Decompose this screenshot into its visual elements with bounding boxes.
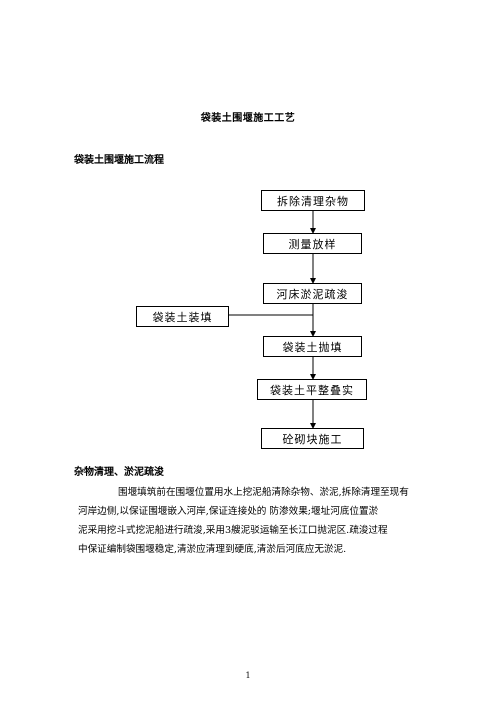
document-title: 袋装土围堰施工工艺: [200, 113, 296, 124]
flow-step-1: 拆除清理杂物: [261, 190, 365, 211]
flow-step-3: 河床淤泥疏浚: [263, 283, 362, 304]
paragraph-line-2: 河岸边侧,以保证围堰嵌入河岸,保证连接处的 防渗效果;堰址河底位置淤: [78, 506, 379, 517]
flow-step-2: 测量放样: [263, 233, 362, 254]
flow-side-input: 袋装土装填: [136, 306, 229, 327]
paragraph-line-4: 中保证编制袋围堰稳定,清淤应清理到硬底,清淤后河底应无淤泥.: [78, 544, 347, 555]
paragraph-line-3: 泥采用挖斗式挖泥船进行疏浚,采用3艘泥驳运输至长江口抛泥区.疏浚过程: [78, 525, 388, 536]
body-paragraph: 围堰填筑前在围堰位置用水上挖泥船清除杂物、淤泥,拆除清理至现有 河岸边侧,以保证…: [78, 483, 428, 559]
flow-step-6: 砼砌块施工: [261, 428, 364, 449]
section-heading-cleanup: 杂物清理、淤泥疏浚: [74, 467, 164, 478]
flow-step-5: 袋装土平整叠实: [257, 379, 367, 400]
section-heading-process: 袋装土围堰施工流程: [74, 155, 164, 166]
page-number: 1: [245, 671, 251, 680]
flow-step-4: 袋装土抛填: [263, 336, 362, 357]
paragraph-line-1: 围堰填筑前在围堰位置用水上挖泥船清除杂物、淤泥,拆除清理至现有: [118, 487, 409, 498]
